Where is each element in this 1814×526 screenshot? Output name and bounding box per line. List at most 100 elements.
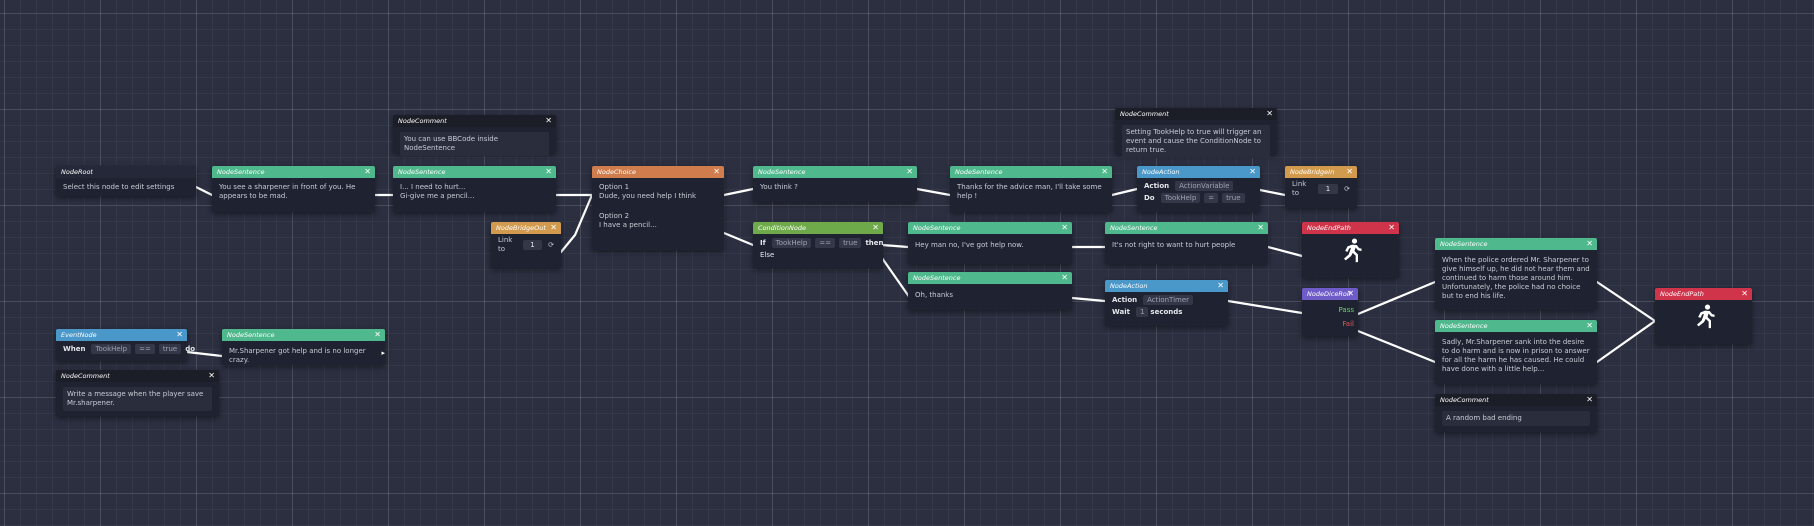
close-icon[interactable]: ✕ [1586, 395, 1593, 404]
node-header[interactable]: NodeBridgeOut✕ [491, 222, 561, 234]
node-header[interactable]: NodeSentence✕ [212, 166, 375, 178]
node-sentence[interactable]: NodeSentence✕ Oh, thanks [908, 272, 1072, 310]
close-icon[interactable]: ✕ [1257, 223, 1264, 232]
node-sentence[interactable]: NodeSentence✕ Sadly, Mr.Sharpener sank i… [1435, 320, 1597, 384]
close-icon[interactable]: ✕ [1586, 239, 1593, 248]
close-icon[interactable]: ✕ [1101, 167, 1108, 176]
action-type-field[interactable]: ActionVariable [1175, 181, 1234, 191]
node-condition[interactable]: ConditionNode✕ If TookHelp == true then … [753, 222, 884, 268]
link-id-field[interactable]: 1 [1317, 184, 1339, 194]
fail-output[interactable]: Fail [1342, 320, 1354, 328]
node-header[interactable]: NodeSentence✕ [1435, 320, 1597, 332]
node-sentence[interactable]: NodeSentence✕ You see a sharpener in fro… [212, 166, 375, 212]
node-comment[interactable]: NodeComment✕ A random bad ending [1435, 394, 1597, 432]
close-icon[interactable]: ✕ [1346, 167, 1353, 176]
node-header[interactable]: NodeSentence✕ [908, 272, 1072, 284]
node-comment[interactable]: NodeComment✕ Write a message when the pl… [56, 370, 219, 416]
output-port-icon[interactable]: ▸ [381, 349, 385, 357]
close-icon[interactable]: ✕ [208, 371, 215, 380]
node-sentence[interactable]: NodeSentence✕ Hey man no, I've got help … [908, 222, 1072, 264]
value-field[interactable]: true [1222, 193, 1245, 203]
close-icon[interactable]: ✕ [1217, 281, 1224, 290]
node-event[interactable]: EventNode✕ When TookHelp == true do [56, 329, 195, 361]
close-icon[interactable]: ✕ [1266, 109, 1273, 118]
node-choice[interactable]: NodeChoice✕ Option 1 Dude, you need help… [592, 166, 724, 250]
node-sentence[interactable]: NodeSentence✕ When the police ordered Mr… [1435, 238, 1597, 310]
node-header[interactable]: NodeComment✕ [393, 115, 556, 127]
pass-output[interactable]: Pass [1338, 306, 1355, 314]
node-root[interactable]: NodeRoot Select this node to edit settin… [56, 166, 196, 196]
node-header[interactable]: NodeComment✕ [1115, 108, 1277, 120]
close-icon[interactable]: ✕ [1061, 273, 1068, 282]
node-comment[interactable]: NodeComment✕ Setting TookHelp to true wi… [1115, 108, 1277, 158]
node-header[interactable]: NodeBridgeIn✕ [1285, 166, 1357, 178]
node-header[interactable]: NodeSentence✕ [753, 166, 917, 178]
node-header[interactable]: NodeSentence✕ [950, 166, 1112, 178]
close-icon[interactable]: ✕ [713, 167, 720, 176]
node-header[interactable]: NodeAction✕ [1105, 280, 1228, 292]
comment-text: Setting TookHelp to true will trigger an… [1122, 125, 1270, 158]
node-header[interactable]: ConditionNode✕ [753, 222, 883, 234]
node-sentence[interactable]: NodeSentence✕ I... I need to hurt... Gi-… [393, 166, 556, 212]
node-header[interactable]: NodeComment✕ [56, 370, 219, 382]
close-icon[interactable]: ✕ [1586, 321, 1593, 330]
close-icon[interactable]: ✕ [1741, 289, 1748, 298]
node-header[interactable]: EventNode✕ [56, 329, 187, 341]
close-icon[interactable]: ✕ [545, 167, 552, 176]
node-dice-roll[interactable]: NodeDiceRoll✕ Pass Fail [1302, 288, 1358, 336]
wire [1070, 296, 1107, 303]
operator-field[interactable]: = [1204, 193, 1219, 203]
option-2-text[interactable]: I have a pencil... [599, 221, 657, 229]
node-header[interactable]: NodeRoot [56, 166, 196, 178]
close-icon[interactable]: ✕ [1347, 289, 1354, 298]
node-header[interactable]: NodeComment✕ [1435, 394, 1597, 406]
close-icon[interactable]: ✕ [364, 167, 371, 176]
do-label: do [185, 344, 196, 353]
node-sentence[interactable]: NodeSentence✕ Mr.Sharpener got help and … [222, 329, 385, 365]
node-end-path[interactable]: NodeEndPath✕ [1302, 222, 1399, 278]
close-icon[interactable]: ✕ [176, 330, 183, 339]
variable-field[interactable]: TookHelp [91, 344, 132, 354]
close-icon[interactable]: ✕ [374, 330, 381, 339]
close-icon[interactable]: ✕ [545, 116, 552, 125]
node-header[interactable]: NodeSentence✕ [393, 166, 556, 178]
value-field[interactable]: true [158, 344, 182, 354]
close-icon[interactable]: ✕ [906, 167, 913, 176]
close-icon[interactable]: ✕ [872, 223, 879, 232]
node-header[interactable]: NodeSentence✕ [1435, 238, 1597, 250]
node-header[interactable]: NodeAction✕ [1137, 166, 1260, 178]
node-comment[interactable]: NodeComment✕ You can use BBCode inside N… [393, 115, 556, 156]
node-header[interactable]: NodeEndPath✕ [1302, 222, 1399, 234]
node-header[interactable]: NodeSentence✕ [222, 329, 385, 341]
reset-icon[interactable]: ⟳ [1344, 184, 1350, 193]
wait-field[interactable]: 1 [1135, 307, 1149, 317]
wait-label: Wait [1112, 307, 1130, 316]
node-end-path[interactable]: NodeEndPath✕ [1655, 288, 1752, 344]
node-header[interactable]: NodeSentence✕ [908, 222, 1072, 234]
reset-icon[interactable]: ⟳ [548, 240, 554, 249]
node-header[interactable]: NodeEndPath✕ [1655, 288, 1752, 300]
node-sentence[interactable]: NodeSentence✕ It's not right to want to … [1105, 222, 1268, 264]
node-header[interactable]: NodeDiceRoll✕ [1302, 288, 1358, 300]
close-icon[interactable]: ✕ [550, 223, 557, 232]
node-header[interactable]: NodeSentence✕ [1105, 222, 1268, 234]
close-icon[interactable]: ✕ [1061, 223, 1068, 232]
link-id-field[interactable]: 1 [522, 240, 543, 250]
operator-field[interactable]: == [815, 238, 836, 248]
node-header[interactable]: NodeChoice✕ [592, 166, 724, 178]
node-sentence[interactable]: NodeSentence✕ You think ? [753, 166, 917, 202]
close-icon[interactable]: ✕ [1388, 223, 1395, 232]
variable-field[interactable]: TookHelp [771, 238, 812, 248]
node-sentence[interactable]: NodeSentence✕ Thanks for the advice man,… [950, 166, 1112, 212]
action-label: Action [1112, 295, 1138, 304]
close-icon[interactable]: ✕ [1249, 167, 1256, 176]
variable-field[interactable]: TookHelp [1160, 193, 1201, 203]
action-type-field[interactable]: ActionTimer [1143, 295, 1194, 305]
value-field[interactable]: true [839, 238, 862, 248]
option-1-text[interactable]: Dude, you need help I think [599, 192, 697, 200]
operator-field[interactable]: == [135, 344, 155, 354]
